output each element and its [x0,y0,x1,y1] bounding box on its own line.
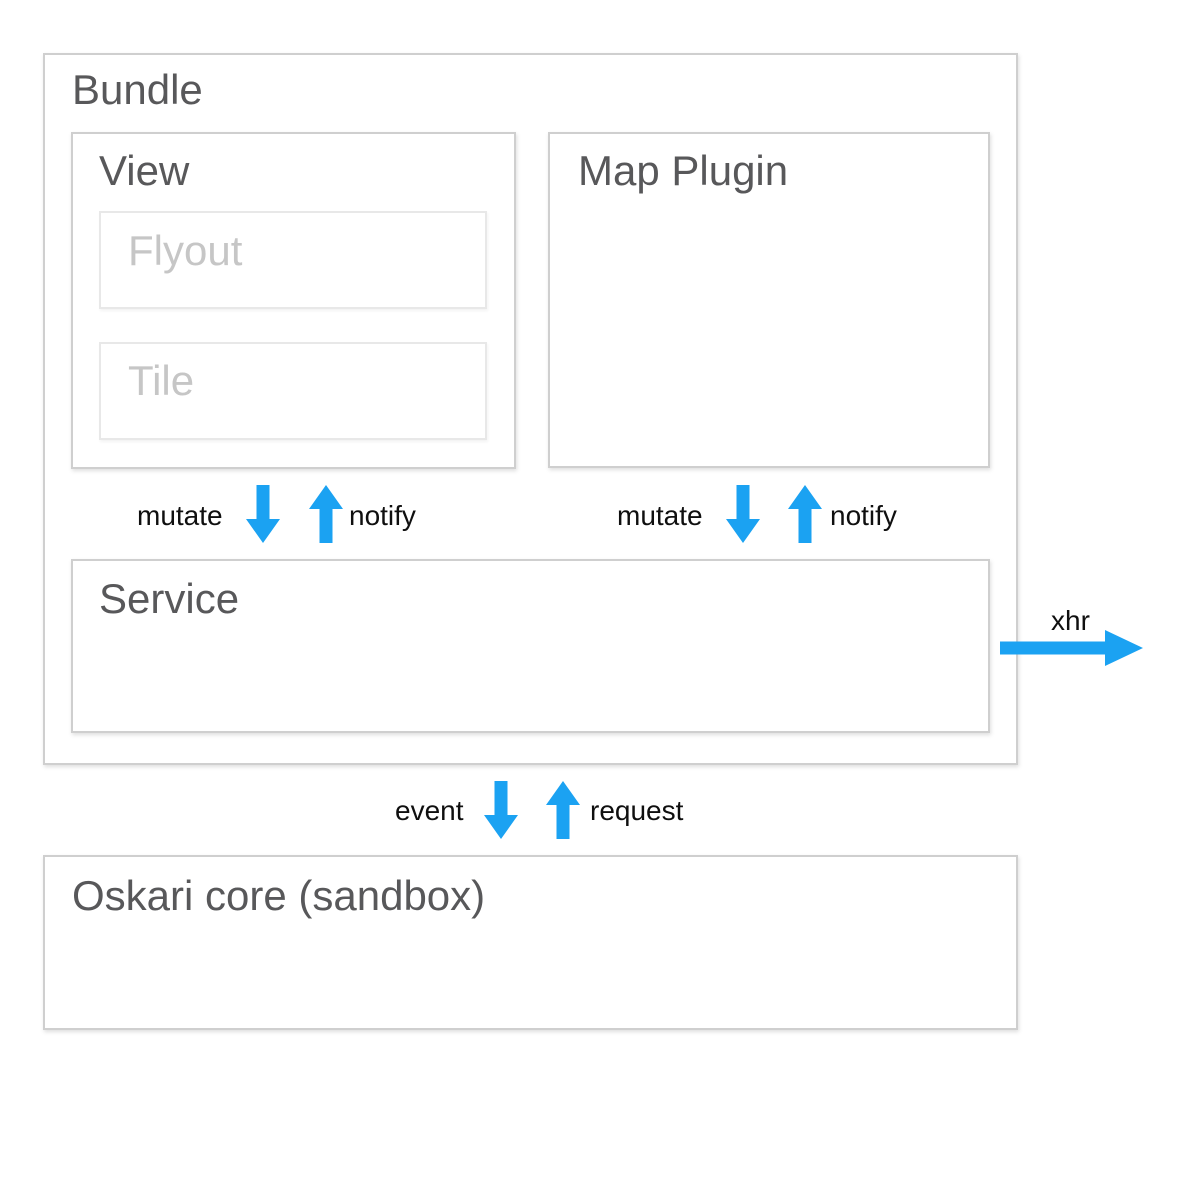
arrow-shape [726,485,760,543]
plugin-mutate-down-arrow-icon [726,485,760,543]
arrow-shape [788,485,822,543]
view-notify-label: notify [349,500,416,531]
arrow-shape [1000,630,1143,666]
event-label: event [395,795,464,826]
view-mutate-label: mutate [137,500,223,531]
plugin-mutate-label: mutate [617,500,703,531]
arrow-shape [246,485,280,543]
request-label: request [590,795,684,826]
view-mutate-down-arrow-icon [246,485,280,543]
service-title: Service [99,575,240,622]
plugin-notify-up-arrow-icon [788,485,822,543]
request-up-arrow-icon [546,781,580,839]
map-plugin-box: Map Plugin [548,132,990,468]
oskari-core-box: Oskari core (sandbox) [43,855,1018,1030]
view-box: View Flyout Tile [71,132,516,469]
flyout-title: Flyout [128,227,243,274]
bundle-title: Bundle [72,66,203,113]
arrow-shape [546,781,580,839]
bundle-box: Bundle View Flyout Tile Map Plugin mutat… [43,53,1018,765]
flyout-box: Flyout [99,211,487,309]
xhr-right-arrow-icon [1000,630,1143,666]
xhr-label: xhr [1051,605,1090,636]
map-plugin-title: Map Plugin [578,147,789,194]
view-notify-up-arrow-icon [309,485,343,543]
arrow-shape [309,485,343,543]
view-title: View [99,147,190,194]
tile-title: Tile [128,357,195,404]
oskari-core-title: Oskari core (sandbox) [72,872,486,919]
arrow-shape [484,781,518,839]
tile-box: Tile [99,342,487,440]
event-down-arrow-icon [484,781,518,839]
service-box: Service [71,559,990,733]
plugin-notify-label: notify [830,500,897,531]
